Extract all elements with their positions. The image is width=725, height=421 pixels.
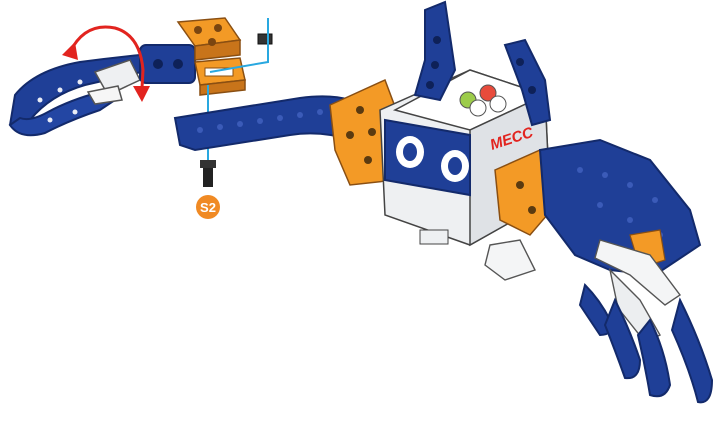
screw-badge-icon: S2	[196, 195, 220, 219]
blue-arm-beam	[175, 96, 352, 150]
screw-label: S2	[200, 200, 216, 215]
bottom-foot	[485, 240, 535, 280]
screw-icon	[200, 160, 216, 187]
detached-claw-arm	[10, 45, 195, 135]
right-hand-fingers	[580, 285, 712, 402]
orange-bracket-bottom	[195, 58, 245, 95]
nut-icon	[258, 34, 272, 44]
